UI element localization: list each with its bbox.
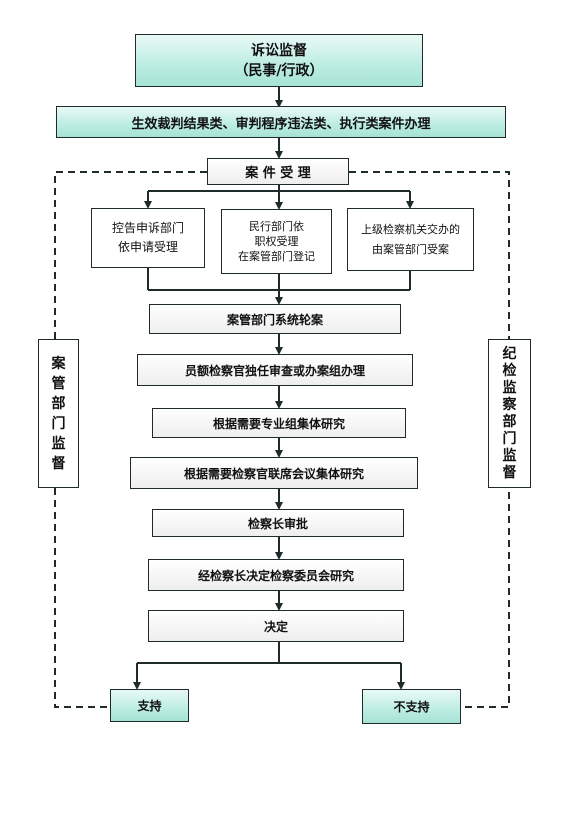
side-right-char: 察 xyxy=(502,396,517,413)
side-left-char: 部 xyxy=(51,395,66,412)
side-left-char: 案 xyxy=(51,355,66,372)
outcome-not-support: 不支持 xyxy=(362,689,461,724)
source-1-line-2: 依申请受理 xyxy=(117,240,178,254)
step-rotation: 案管部门系统轮案 xyxy=(149,304,401,334)
case-acceptance-box: 案 件 受 理 xyxy=(207,158,349,185)
source-box-complaint: 控告申诉部门 依申请受理 xyxy=(91,208,205,268)
case-type-banner: 生效裁判结果类、审判程序违法类、执行类案件办理 xyxy=(56,106,506,138)
source-2-line-3: 在案管部门登记 xyxy=(238,250,315,263)
side-right-char: 监 xyxy=(502,447,517,464)
source-box-assigned: 上级检察机关交办的 由案管部门受案 xyxy=(347,208,474,271)
title-line-1: 诉讼监督 xyxy=(251,42,307,59)
outcome-support: 支持 xyxy=(110,689,189,722)
source-2-line-2: 职权受理 xyxy=(254,235,299,248)
source-3-line-1: 上级检察机关交办的 xyxy=(361,222,460,236)
source-3-line-2: 由案管部门受案 xyxy=(372,242,449,256)
side-label-case-management: 案 管 部 门 监 督 xyxy=(38,339,79,488)
side-label-discipline-supervision: 纪 检 监 察 部 门 监 督 xyxy=(488,339,531,488)
side-right-char: 督 xyxy=(502,464,517,481)
side-right-char: 部 xyxy=(502,413,517,430)
side-right-char: 检 xyxy=(502,362,517,379)
side-right-char: 门 xyxy=(502,430,517,447)
side-left-char: 督 xyxy=(51,455,66,472)
source-box-civil-admin: 民行部门依 职权受理 在案管部门登记 xyxy=(221,209,332,274)
step-prosecutor-review: 员额检察官独任审查或办案组办理 xyxy=(137,354,413,386)
title-line-2: （民事/行政） xyxy=(234,62,324,79)
side-left-char: 门 xyxy=(51,415,66,432)
title-box: 诉讼监督 （民事/行政） xyxy=(135,34,423,87)
step-decision: 决定 xyxy=(148,610,404,642)
source-2-line-1: 民行部门依 xyxy=(249,220,304,233)
step-joint-meeting: 根据需要检察官联席会议集体研究 xyxy=(130,457,418,489)
source-1-line-1: 控告申诉部门 xyxy=(111,221,184,235)
dashed-frame-left xyxy=(54,171,207,708)
side-left-char: 管 xyxy=(51,375,66,392)
side-right-char: 监 xyxy=(502,379,517,396)
step-committee-study: 经检察长决定检察委员会研究 xyxy=(148,559,404,591)
step-group-study: 根据需要专业组集体研究 xyxy=(152,408,406,438)
side-left-char: 监 xyxy=(51,435,66,452)
step-chief-approval: 检察长审批 xyxy=(152,509,404,537)
side-right-char: 纪 xyxy=(502,345,517,362)
